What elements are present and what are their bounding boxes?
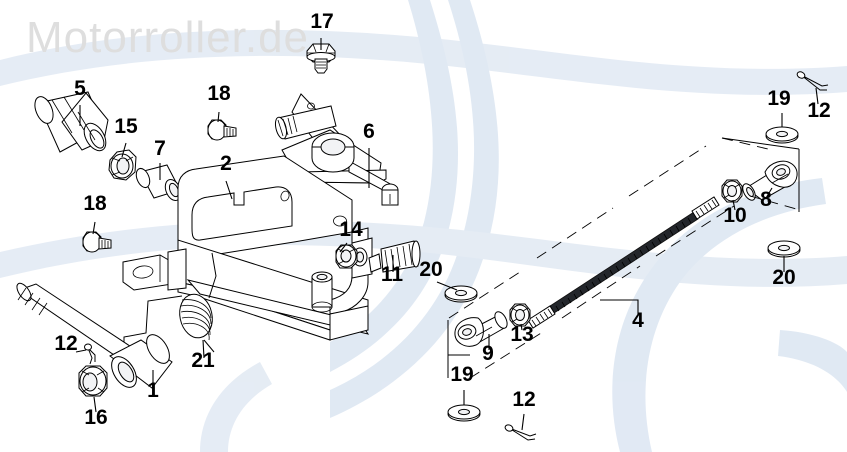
- part-15-hex-nut: [108, 149, 137, 181]
- leader-4: [600, 299, 639, 314]
- part-14-adjuster-nut: [335, 244, 358, 269]
- callout-17: 17: [310, 10, 333, 33]
- part-5-rubber-grip-sleeve: [34, 91, 109, 153]
- part-9-rod-end-clevis: [454, 311, 508, 347]
- callout-5: 5: [74, 77, 86, 100]
- group-edge-top: [721, 137, 800, 150]
- callout-12-lower-left: 12: [54, 332, 77, 355]
- callout-1: 1: [147, 379, 159, 402]
- leader-14: [339, 242, 348, 253]
- callout-4: 4: [632, 309, 644, 332]
- part-19-flat-washer-lower: [447, 404, 481, 422]
- part-13-lock-nut: [509, 303, 531, 327]
- part-7-spacer-bushing: [135, 164, 182, 202]
- part-8-rod-end-clevis: [742, 160, 798, 201]
- leader-21: [202, 339, 205, 359]
- leader-12-upper-right: [815, 87, 819, 105]
- callout-18-lower: 18: [83, 192, 107, 215]
- callout-12-upper-right: 12: [807, 99, 830, 122]
- watermark-text: Motorroller.de: [26, 13, 309, 62]
- callout-7: 7: [154, 137, 166, 160]
- callout-19-upper: 19: [767, 87, 790, 110]
- callout-19-lower: 19: [450, 363, 473, 386]
- callout-16: 16: [84, 406, 107, 429]
- callout-8: 8: [760, 188, 772, 211]
- callout-9: 9: [482, 342, 494, 365]
- leader-10: [732, 199, 736, 211]
- part-1-pedal-shaft: [16, 282, 173, 389]
- part-11-threaded-stud: [368, 240, 421, 273]
- leader-13: [520, 323, 523, 331]
- callout-2: 2: [220, 152, 232, 175]
- callout-10: 10: [723, 204, 746, 227]
- callout-13: 13: [510, 323, 533, 346]
- callout-21: 21: [191, 349, 215, 372]
- leader-18-upper: [217, 111, 220, 123]
- leader-8: [765, 187, 773, 199]
- leader-12-lower-left: [75, 349, 87, 353]
- callout-15: 15: [114, 115, 138, 138]
- part-12-split-pin-bottom: [504, 424, 537, 441]
- part-18-flange-bolt-lower: [82, 231, 112, 253]
- leader-20-left: [436, 281, 458, 291]
- leader-15: [121, 142, 127, 158]
- part-12-split-pin-upper-right: [796, 71, 829, 91]
- leader-18-lower: [92, 221, 96, 235]
- part-4-threaded-connecting-rod: [527, 196, 720, 329]
- part-20-flat-washer-left: [444, 285, 478, 303]
- leader-16: [93, 396, 97, 413]
- callout-numbers: 17 5 18 19 12 15 6 7 2 8 18 10 14 11 20 …: [54, 10, 830, 429]
- callout-12-bottom: 12: [512, 388, 535, 411]
- part-2-main-bracket-plate: [122, 155, 373, 341]
- part-16-cap-nut: [78, 365, 108, 397]
- callout-20-right: 20: [772, 266, 795, 289]
- part-10-lock-nut: [721, 179, 743, 203]
- leader-2: [225, 180, 233, 200]
- callout-6: 6: [363, 120, 375, 143]
- part-18-flange-bolt-upper: [207, 119, 237, 141]
- part-19-flat-washer-upper: [765, 126, 799, 144]
- part-20-flat-washer-right: [767, 240, 801, 258]
- part-12-split-pin-lower-left: [84, 343, 96, 365]
- part-6-brake-lever-arm: [274, 93, 399, 206]
- callout-11: 11: [381, 263, 404, 286]
- part-17-flanged-hex-bolt: [306, 43, 336, 74]
- leader-12-bottom: [521, 413, 525, 431]
- callout-20-left: 20: [419, 258, 442, 281]
- callout-18-upper: 18: [207, 82, 231, 105]
- assembly-grouping-lines: [448, 137, 801, 379]
- callout-14: 14: [339, 218, 363, 241]
